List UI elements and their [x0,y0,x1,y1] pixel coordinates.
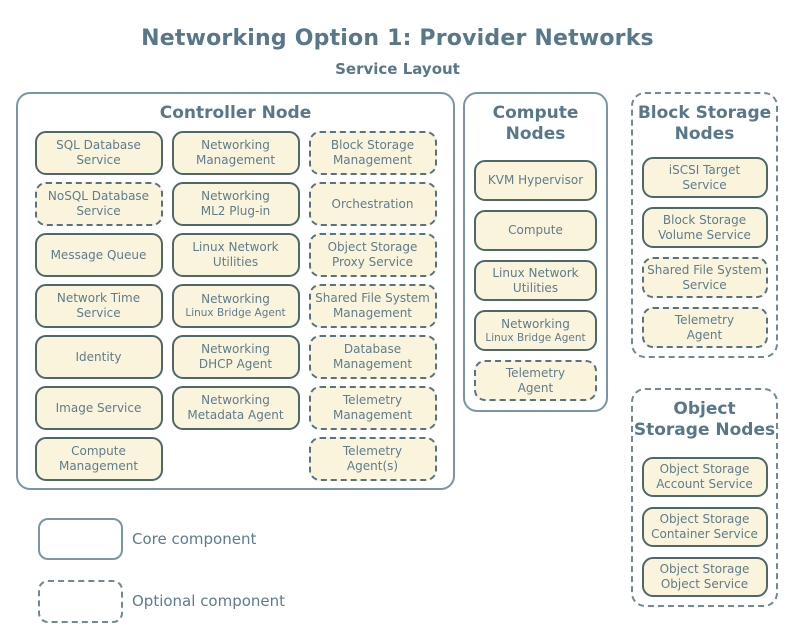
service-label: iSCSI Target Service [668,162,741,192]
page-title: Networking Option 1: Provider Networks [141,26,654,51]
service-compute: Compute [474,210,597,251]
object-storage-service-stack: Object Storage Account Service Object St… [633,457,776,597]
service-networking-dhcp-agent: Networking DHCP Agent [171,335,300,379]
service-label: Shared File System Management [315,291,430,320]
service-kvm-hypervisor: KVM Hypervisor [474,160,597,201]
service-shared-file-system: Shared File System Service [641,257,768,298]
service-block-storage-management: Block Storage Management [308,131,437,175]
legend-core-swatch [38,518,123,560]
service-telemetry-agents: Telemetry Agent(s) [308,437,437,481]
service-label: Object Storage Account Service [656,462,753,491]
service-label: Orchestration [331,196,414,211]
service-label: Networking DHCP Agent [198,342,273,371]
service-sublabel: Linux Bridge Agent [485,331,586,344]
compute-nodes-title: Compute Nodes [492,103,579,144]
service-label: Networking Metadata Agent [187,393,284,422]
service-label: Object Storage Proxy Service [327,240,418,269]
service-nosql-database: NoSQL Database Service [34,182,163,226]
page-subtitle: Service Layout [335,60,460,78]
service-object-storage-account: Object Storage Account Service [641,457,768,497]
legend-optional-swatch [38,580,123,623]
service-label: Image Service [55,400,142,415]
service-identity: Identity [34,335,163,379]
service-telemetry-agent: Telemetry Agent [474,360,597,401]
object-storage-nodes-title: Object Storage Nodes [633,399,776,440]
service-shared-file-system-management: Shared File System Management [308,284,437,328]
service-linux-network-utilities: Linux Network Utilities [474,260,597,301]
service-label: SQL Database Service [56,138,141,167]
service-orchestration: Orchestration [308,182,437,226]
service-networking-ml2-plugin: Networking ML2 Plug-in [171,182,300,226]
compute-service-stack: KVM Hypervisor Compute Linux Network Uti… [465,160,606,401]
service-label: Identity [75,349,122,364]
service-label: Message Queue [50,247,147,262]
service-object-storage-proxy: Object Storage Proxy Service [308,233,437,277]
service-label: Networking [201,292,270,306]
service-image-service: Image Service [34,386,163,430]
service-linux-network-utilities: Linux Network Utilities [171,233,300,277]
service-label: Telemetry Agent [505,365,566,395]
service-label: Linux Network Utilities [192,240,279,269]
service-label: Linux Network Utilities [492,265,579,295]
service-object-storage-object: Object Storage Object Service [641,557,768,597]
service-label: Object Storage Object Service [659,562,750,591]
service-label: Networking ML2 Plug-in [200,189,271,218]
service-label: Block Storage Management [330,138,415,167]
service-label: Database Management [332,342,413,371]
service-message-queue: Message Queue [34,233,163,277]
service-label: Compute Management [58,444,139,473]
service-block-storage-volume: Block Storage Volume Service [641,207,768,248]
service-object-storage-container: Object Storage Container Service [641,507,768,547]
service-label: Telemetry Agent(s) [342,444,403,473]
service-label: NoSQL Database Service [47,189,150,218]
service-sublabel: Linux Bridge Agent [185,307,286,319]
service-label: Networking [501,316,570,331]
controller-node-group: Controller Node SQL Database Service Net… [16,92,455,490]
service-compute-management: Compute Management [34,437,163,481]
service-telemetry-management: Telemetry Management [308,386,437,430]
service-sql-database: SQL Database Service [34,131,163,175]
object-storage-nodes-group: Object Storage Nodes Object Storage Acco… [631,388,778,607]
service-network-time: Network Time Service [34,284,163,328]
service-label: Networking Management [195,138,276,167]
service-database-management: Database Management [308,335,437,379]
service-label: Shared File System Service [647,262,762,292]
service-label: Object Storage Container Service [651,512,758,541]
legend-optional-label: Optional component [132,592,286,610]
legend-core-label: Core component [132,530,257,548]
service-networking-management: Networking Management [171,131,300,175]
service-label: Telemetry Agent [674,312,735,342]
controller-node-title: Controller Node [159,103,312,123]
service-label: KVM Hypervisor [487,173,584,187]
service-label: Network Time Service [56,291,141,320]
controller-service-grid: SQL Database Service Networking Manageme… [18,131,453,481]
block-storage-nodes-group: Block Storage Nodes iSCSI Target Service… [631,92,778,358]
service-networking-metadata-agent: Networking Metadata Agent [171,386,300,430]
service-label: Compute [508,223,563,237]
compute-nodes-group: Compute Nodes KVM Hypervisor Compute Lin… [463,92,608,412]
block-storage-nodes-title: Block Storage Nodes [637,103,772,144]
service-telemetry-agent: Telemetry Agent [641,307,768,348]
service-label: Telemetry Management [332,393,413,422]
service-label: Block Storage Volume Service [658,212,751,242]
service-iscsi-target: iSCSI Target Service [641,157,768,198]
block-storage-service-stack: iSCSI Target Service Block Storage Volum… [633,157,776,348]
